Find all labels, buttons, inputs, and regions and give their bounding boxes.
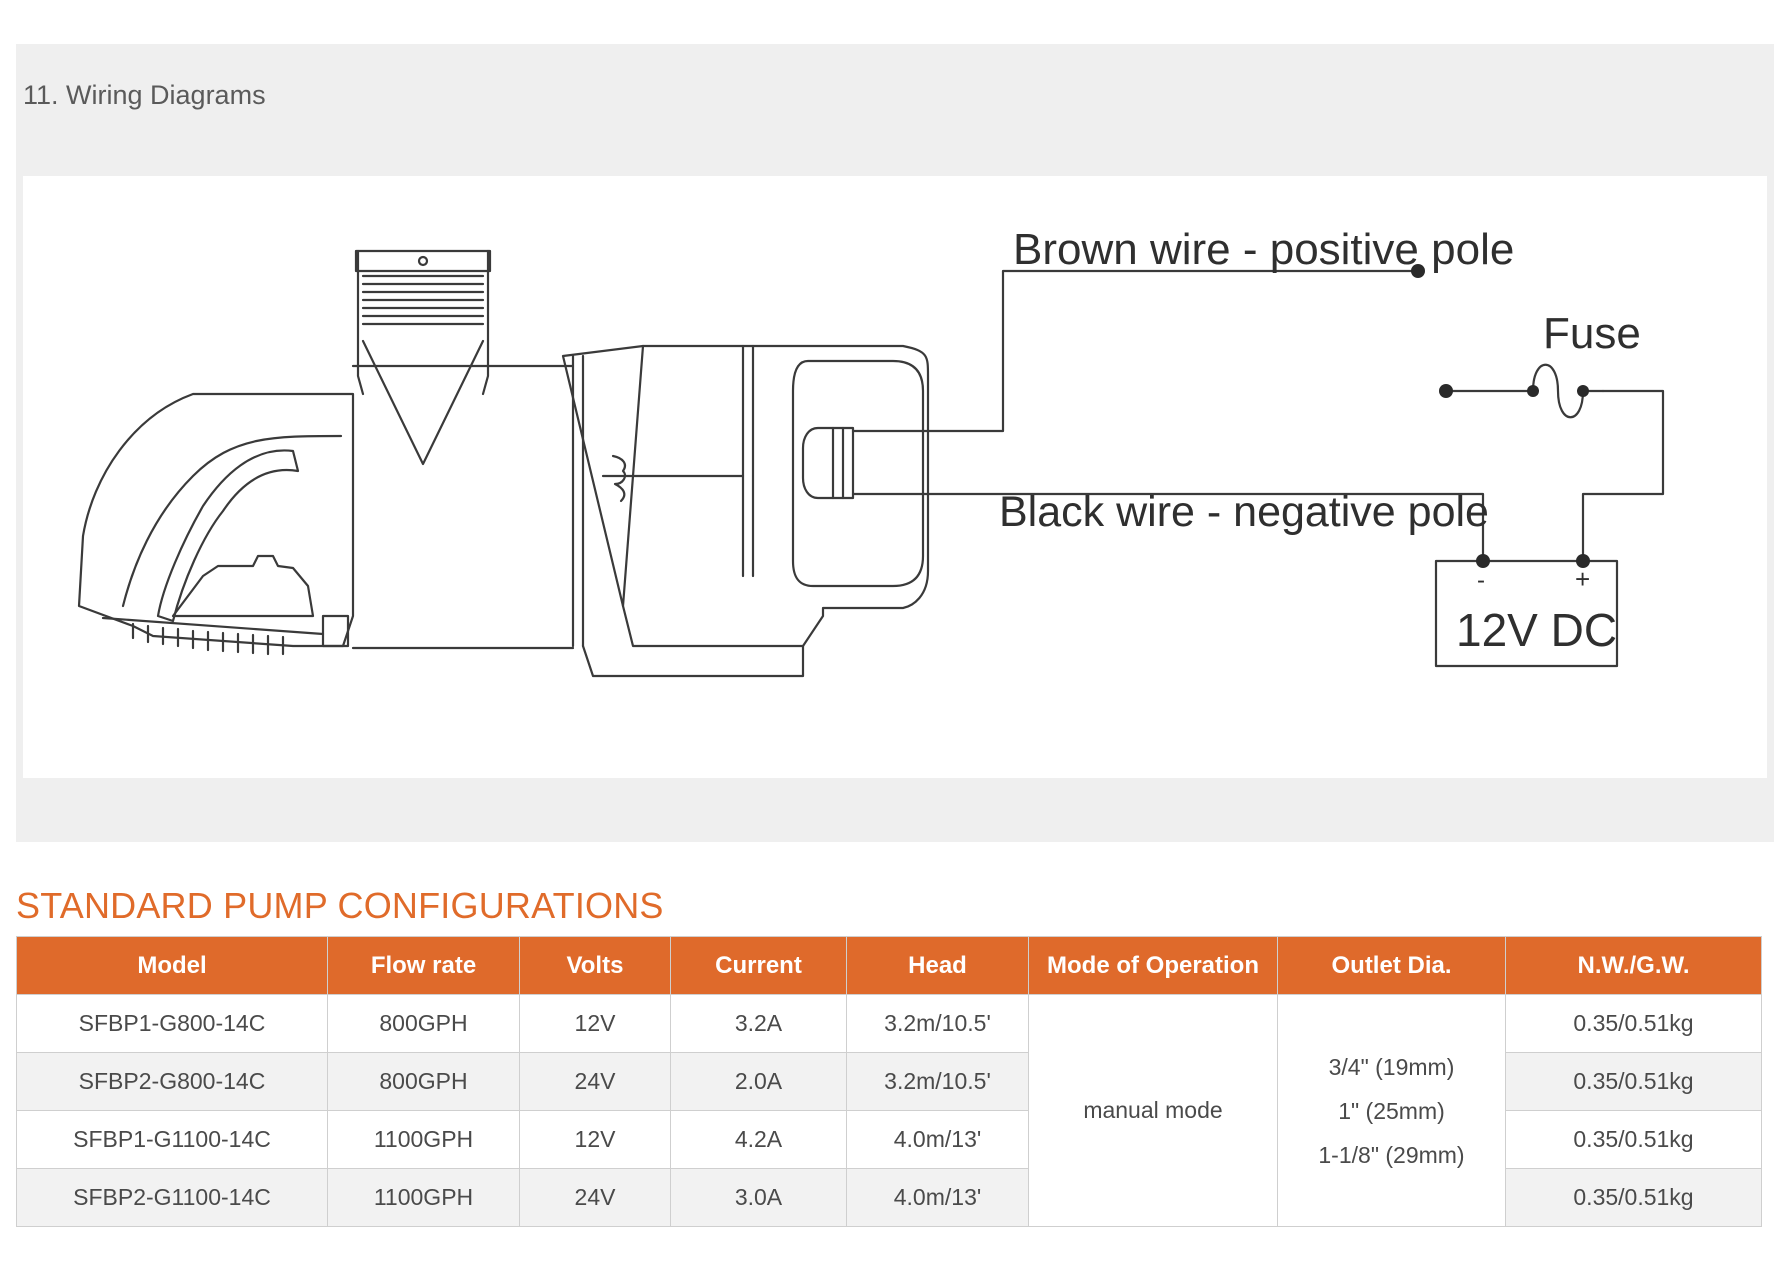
cell-flow-rate: 800GPH [327, 1052, 520, 1111]
cell-outlet-diameters: 3/4" (19mm) 1" (25mm) 1-1/8" (29mm) [1277, 994, 1506, 1227]
battery-box [1434, 559, 1619, 668]
column-header-head: Head [846, 936, 1029, 995]
cell-flow-rate: 1100GPH [327, 1110, 520, 1169]
column-header-flow-rate: Flow rate [327, 936, 520, 995]
pump-illustration [77, 249, 930, 678]
outlet-size: 1" (25mm) [1338, 1097, 1445, 1124]
fuse-joint-dot [1527, 385, 1539, 397]
table-row: SFBP2-G800-14C 800GPH 24V 2.0A 3.2m/10.5… [16, 1052, 1762, 1111]
column-header-volts: Volts [519, 936, 671, 995]
cell-weight: 0.35/0.51kg [1505, 1168, 1762, 1227]
column-header-outlet: Outlet Dia. [1277, 936, 1506, 995]
cell-current: 2.0A [670, 1052, 847, 1111]
fuse-right-dot [1577, 385, 1589, 397]
outlet-size: 3/4" (19mm) [1328, 1053, 1455, 1080]
cell-volts: 24V [519, 1168, 671, 1227]
cell-model: SFBP2-G800-14C [16, 1052, 328, 1111]
cell-head: 4.0m/13' [846, 1110, 1029, 1169]
fuse-symbol [1531, 363, 1605, 419]
cell-weight: 0.35/0.51kg [1505, 1052, 1762, 1111]
cell-current: 3.0A [670, 1168, 847, 1227]
table-header-row: Model Flow rate Volts Current Head Mode … [16, 936, 1762, 995]
brown-wire-label: Brown wire - positive pole [1013, 225, 1514, 274]
cell-weight: 0.35/0.51kg [1505, 994, 1762, 1053]
cell-model: SFBP2-G1100-14C [16, 1168, 328, 1227]
configurations-title: STANDARD PUMP CONFIGURATIONS [16, 885, 664, 926]
table-row: SFBP1-G1100-14C 1100GPH 12V 4.2A 4.0m/13… [16, 1110, 1762, 1169]
fuse-label: Fuse [1543, 309, 1641, 358]
cell-volts: 12V [519, 994, 671, 1053]
battery-plus-dot [1576, 554, 1590, 568]
cell-volts: 24V [519, 1052, 671, 1111]
outlet-size: 1-1/8" (29mm) [1318, 1141, 1465, 1168]
cell-model: SFBP1-G1100-14C [16, 1110, 328, 1169]
wiring-diagram-svg: Brown wire - positive pole Black wire - … [77, 225, 1665, 678]
cell-head: 4.0m/13' [846, 1168, 1029, 1227]
cell-model: SFBP1-G800-14C [16, 994, 328, 1053]
brown-terminal-dot [1411, 264, 1425, 278]
cell-flow-rate: 800GPH [327, 994, 520, 1053]
brown-wire [851, 269, 1415, 433]
cell-volts: 12V [519, 1110, 671, 1169]
table-row: SFBP1-G800-14C 800GPH 12V 3.2A 3.2m/10.5… [16, 994, 1762, 1227]
pump-configurations-table: Model Flow rate Volts Current Head Mode … [16, 936, 1762, 1227]
cell-weight: 0.35/0.51kg [1505, 1110, 1762, 1169]
column-header-weight: N.W./G.W. [1505, 936, 1762, 995]
cell-current: 4.2A [670, 1110, 847, 1169]
battery-plus-label: + [1575, 564, 1590, 594]
column-header-current: Current [670, 936, 847, 995]
battery-minus-label: - [1477, 567, 1485, 594]
fuse-wire [1441, 389, 1665, 563]
table-row: SFBP2-G1100-14C 1100GPH 24V 3.0A 4.0m/13… [16, 1168, 1762, 1227]
wiring-diagram-panel: 11. Wiring Diagrams [16, 44, 1774, 842]
black-wire [851, 492, 1485, 563]
cell-flow-rate: 1100GPH [327, 1168, 520, 1227]
cell-mode-of-operation: manual mode [1028, 994, 1278, 1227]
cell-head: 3.2m/10.5' [846, 994, 1029, 1053]
cell-current: 3.2A [670, 994, 847, 1053]
column-header-mode: Mode of Operation [1028, 936, 1278, 995]
column-header-model: Model [16, 936, 328, 995]
wiring-diagram: Brown wire - positive pole Black wire - … [23, 176, 1767, 778]
battery-label: 12V DC [1456, 604, 1617, 656]
black-wire-label: Black wire - negative pole [999, 488, 1489, 536]
fuse-left-dot [1439, 384, 1453, 398]
cell-head: 3.2m/10.5' [846, 1052, 1029, 1111]
section-heading: 11. Wiring Diagrams [23, 80, 266, 110]
battery-minus-dot [1476, 554, 1490, 568]
